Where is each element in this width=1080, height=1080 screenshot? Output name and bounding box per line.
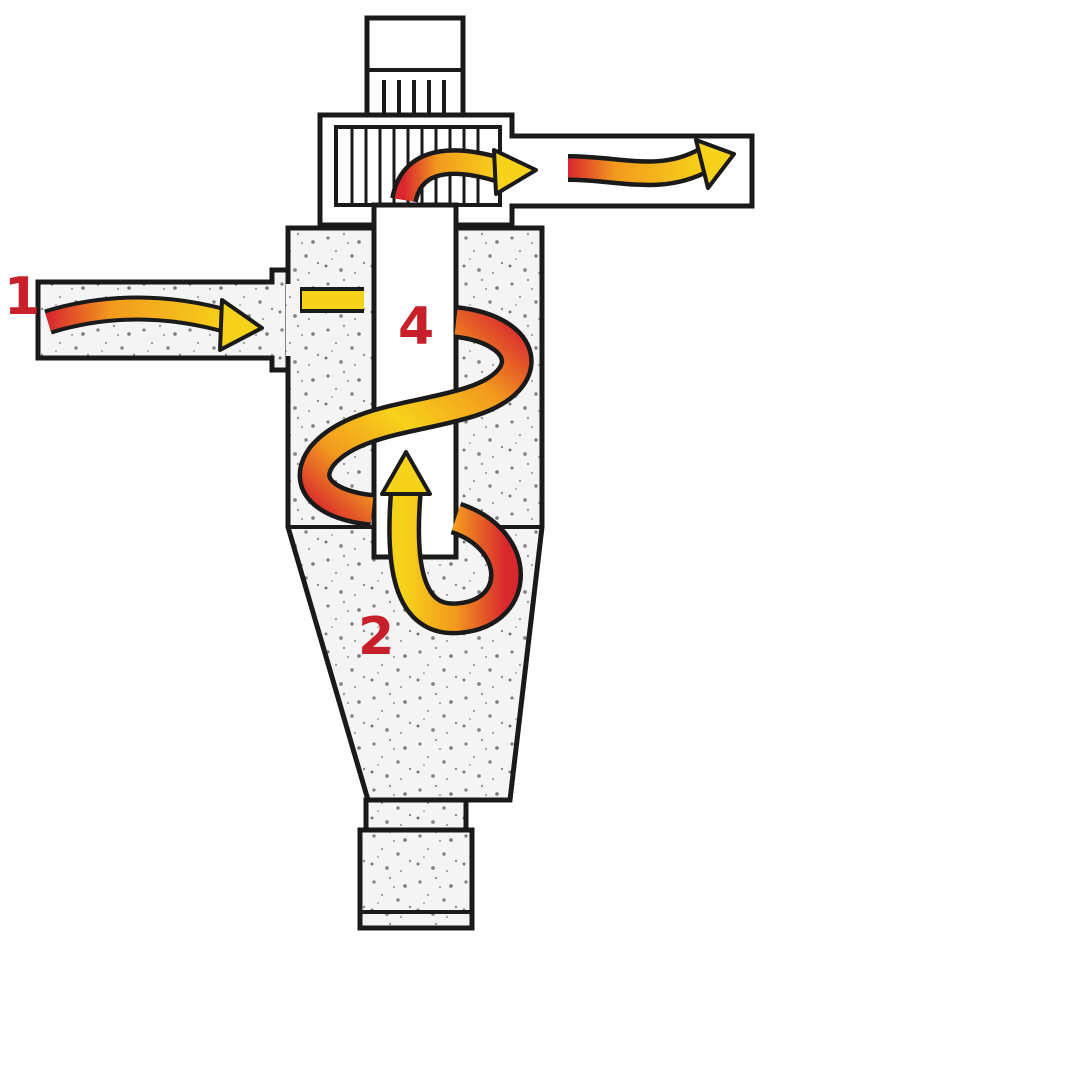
label-inlet: 1: [4, 267, 40, 327]
fan-housing: [367, 18, 463, 115]
label-vortex: 2: [358, 607, 394, 667]
label-outlet: 4: [398, 297, 434, 357]
dust-collection-bin: [360, 800, 472, 928]
